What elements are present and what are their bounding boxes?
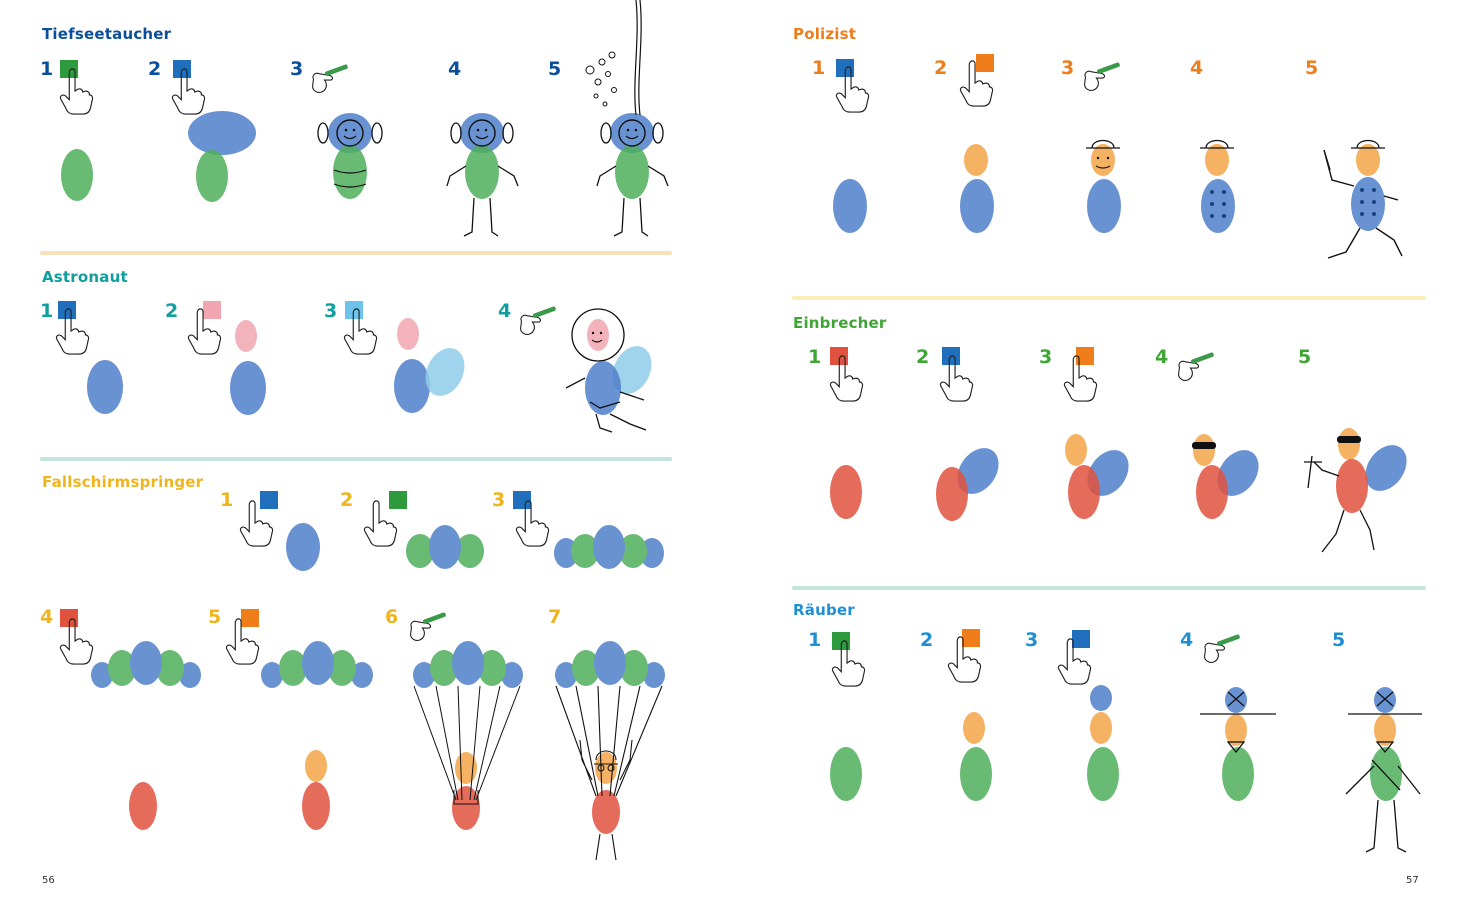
page-number: 57: [1406, 875, 1419, 886]
section-divider: [40, 457, 672, 461]
tiefseetaucher-illustration: [61, 0, 669, 237]
step-number: 2: [340, 489, 354, 511]
step-number: 1: [808, 346, 822, 368]
step-number: 4: [448, 58, 462, 80]
right-page: Polizist 1 2 3 4 5 Einbrecher 1 2 3 4 5: [734, 0, 1468, 907]
einbrecher-illustration: [830, 428, 1407, 553]
step-number: 3: [1025, 629, 1039, 651]
step-number: 5: [1332, 629, 1346, 651]
pink-paint-swatch: [203, 301, 221, 319]
step-number: 3: [1061, 57, 1075, 79]
polizist-illustration: [833, 139, 1403, 259]
step-number: 5: [1298, 346, 1312, 368]
orange-paint-swatch: [962, 629, 980, 647]
blue-paint-swatch: [1072, 630, 1090, 648]
section-title-raeuber: Räuber: [793, 601, 855, 619]
step-number: 6: [385, 606, 399, 628]
orange-paint-swatch: [241, 609, 259, 627]
blue-paint-swatch: [260, 491, 278, 509]
section-title-polizist: Polizist: [793, 25, 857, 43]
step-number: 4: [1190, 57, 1204, 79]
red-paint-swatch: [830, 347, 848, 365]
red-paint-swatch: [60, 609, 78, 627]
step-number: 2: [148, 58, 162, 80]
fallschirmspringer-illustration: [91, 523, 665, 861]
green-paint-swatch: [832, 632, 850, 650]
section-title-einbrecher: Einbrecher: [793, 314, 887, 332]
page-number: 56: [42, 875, 55, 886]
step-number: 7: [548, 606, 562, 628]
step-number: 3: [290, 58, 304, 80]
step-number: 1: [40, 58, 54, 80]
green-paint-swatch: [60, 60, 78, 78]
step-number: 4: [1155, 346, 1169, 368]
step-number: 1: [812, 57, 826, 79]
step-number: 5: [548, 58, 562, 80]
step-number: 2: [165, 300, 179, 322]
step-number: 1: [220, 489, 234, 511]
section-title-fallschirmspringer: Fallschirmspringer: [42, 473, 204, 491]
orange-paint-swatch: [1076, 347, 1094, 365]
astronaut-illustration: [87, 308, 652, 433]
section-divider: [792, 586, 1426, 590]
step-number: 2: [934, 57, 948, 79]
orange-paint-swatch: [976, 54, 994, 72]
step-number: 1: [40, 300, 54, 322]
left-page: Tiefseetaucher 1 2 3 4 5: [40, 0, 672, 886]
section-title-tiefseetaucher: Tiefseetaucher: [42, 25, 172, 43]
step-number: 4: [1180, 629, 1194, 651]
blue-paint-swatch: [513, 491, 531, 509]
blue-paint-swatch: [836, 59, 854, 77]
step-number: 4: [498, 300, 512, 322]
raeuber-illustration: [830, 685, 1422, 853]
step-number: 5: [1305, 57, 1319, 79]
step-number: 2: [920, 629, 934, 651]
step-number: 3: [1039, 346, 1053, 368]
section-divider: [40, 251, 672, 255]
step-number: 3: [492, 489, 506, 511]
green-paint-swatch: [389, 491, 407, 509]
step-number: 3: [324, 300, 338, 322]
section-divider: [792, 296, 1426, 300]
step-number: 4: [40, 606, 54, 628]
section-title-astronaut: Astronaut: [42, 268, 128, 286]
step-number: 2: [916, 346, 930, 368]
step-number: 1: [808, 629, 822, 651]
step-number: 5: [208, 606, 222, 628]
